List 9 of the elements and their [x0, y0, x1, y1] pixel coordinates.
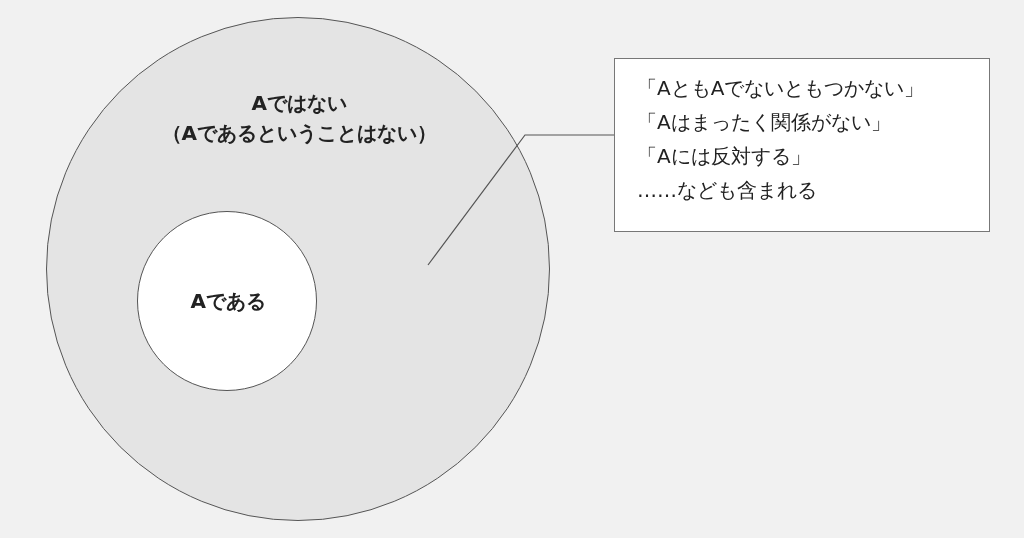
leader-line [427, 134, 615, 266]
callout-box [614, 58, 990, 232]
callout-text: 「AともAでないともつかない」 [637, 75, 925, 102]
inner-label: Aである [190, 288, 266, 315]
ring-note: （Aであるということはない） [161, 120, 437, 147]
callout-text: 「Aには反対する」 [637, 143, 811, 170]
ring-label: Aではない [251, 90, 347, 117]
callout-text: 「Aはまったく関係がない」 [637, 109, 891, 136]
callout-text: ……なども含まれる [637, 177, 817, 204]
